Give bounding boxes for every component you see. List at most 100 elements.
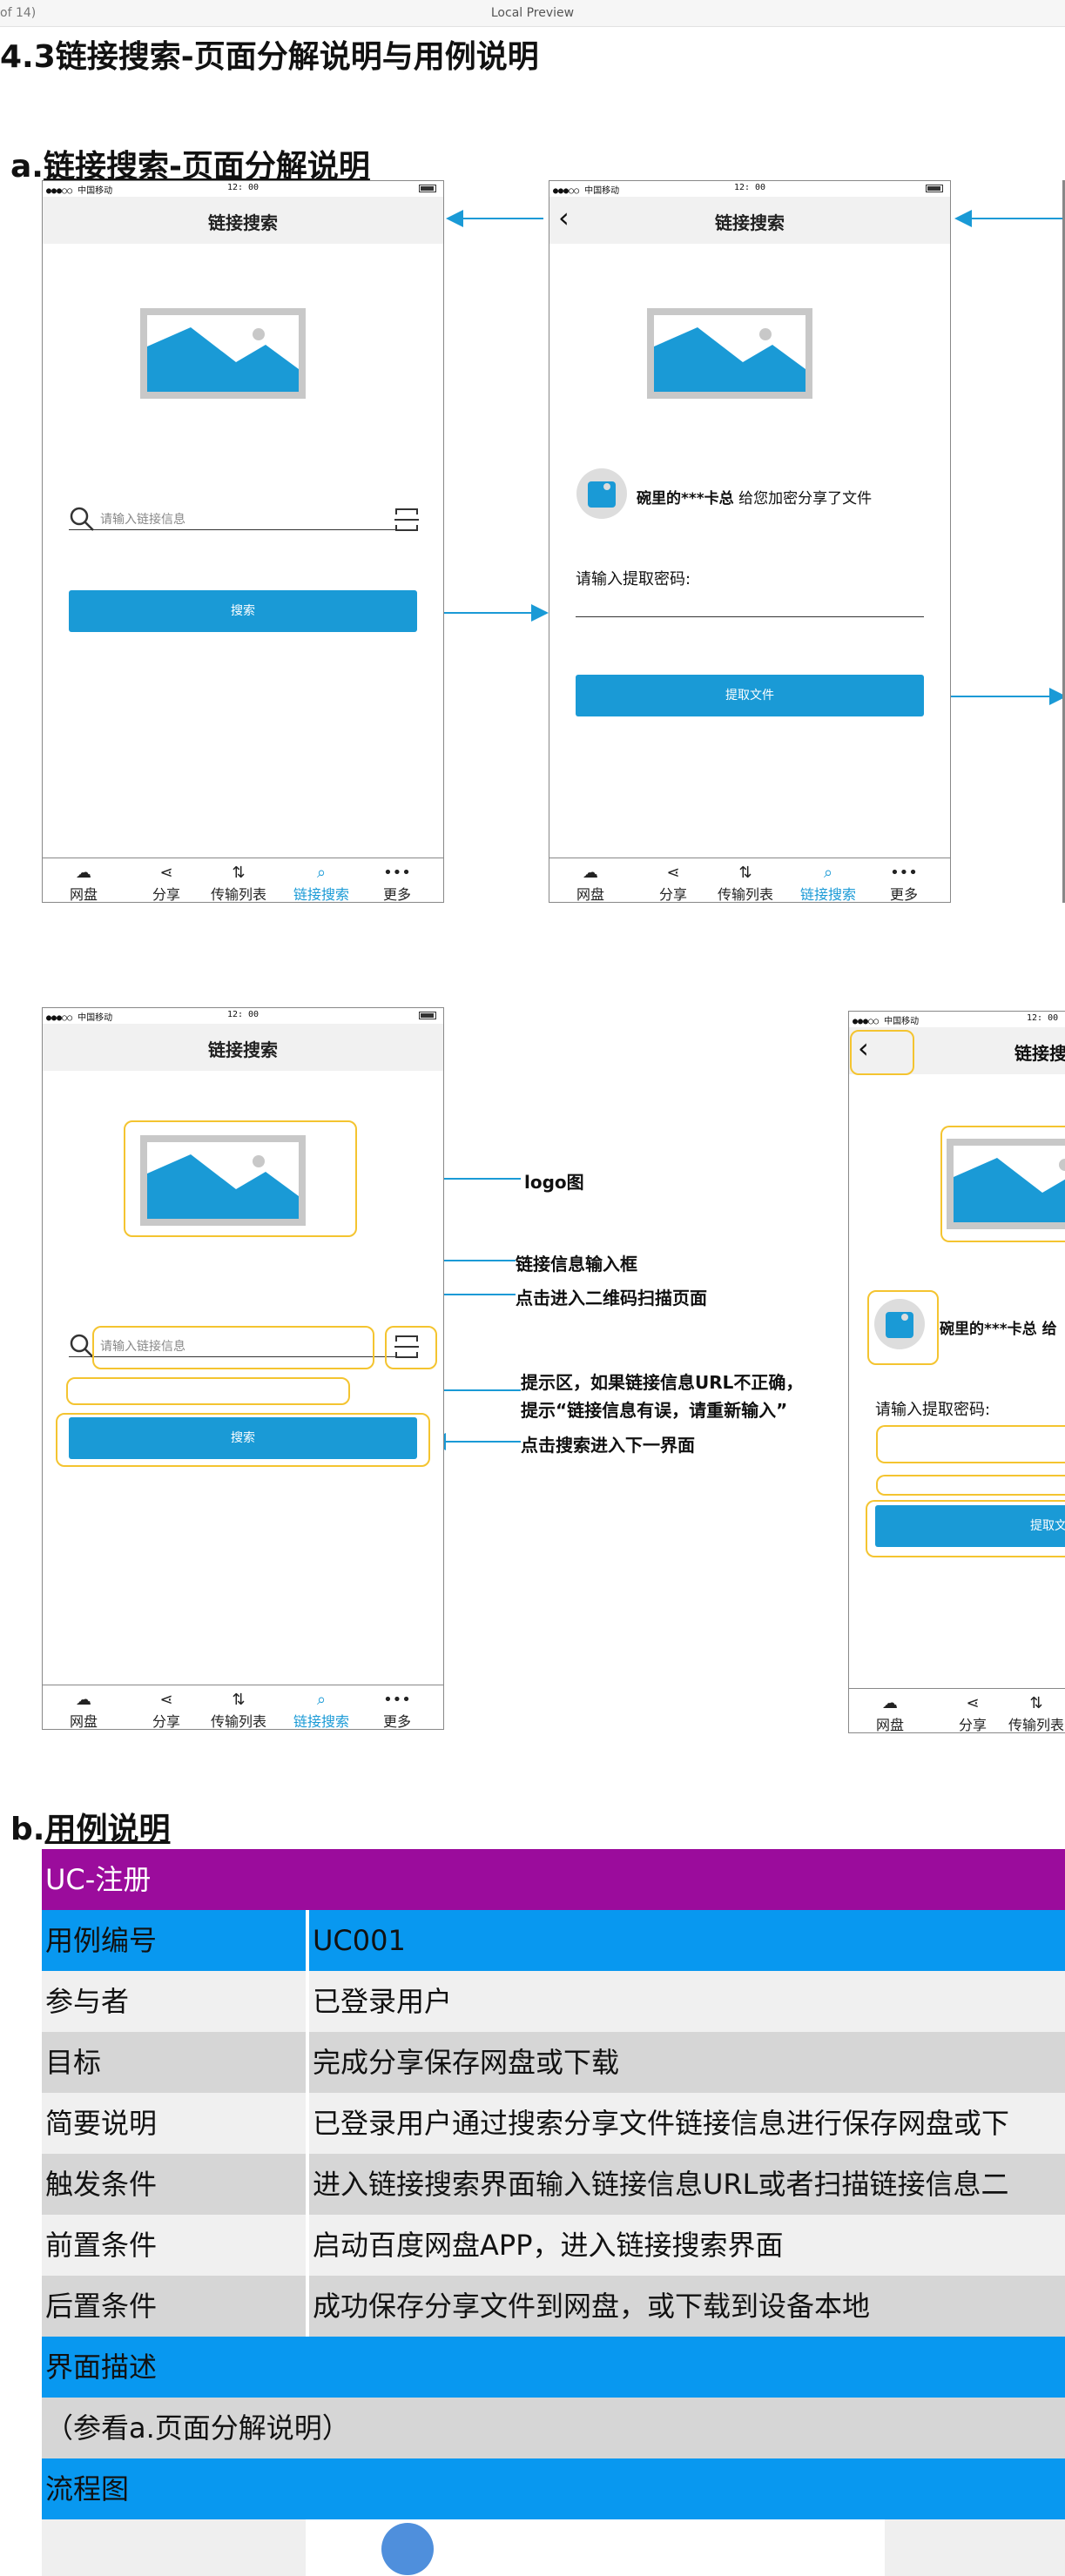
tab-bar: ☁网盘 ⋖分享 ⇅传输列表 ⌕链接搜索 •••更多	[43, 858, 443, 902]
ui-desc-row: 界面描述	[42, 2337, 1065, 2398]
annotation-hint-2: 提示“链接信息有误，请重新输入”	[521, 1400, 788, 1421]
more-icon: •••	[383, 1691, 411, 1709]
search-icon: ⌕	[316, 1691, 327, 1709]
search-input[interactable]: 请输入链接信息	[69, 501, 417, 530]
share-icon: ⋖	[966, 1694, 980, 1712]
status-bar: ●●●○○ 中国移动 12: 00	[549, 181, 950, 197]
tab-link-search[interactable]: ⌕链接搜索	[286, 864, 356, 902]
status-bar: ●●●○○ 中国移动 12: 00	[43, 181, 443, 197]
tab-link-search[interactable]: ⌕链接搜索	[286, 1691, 356, 1729]
tab-bar: ☁网盘 ⋖分享 ⇅传输列表	[849, 1688, 1065, 1732]
password-input[interactable]	[576, 590, 924, 617]
extract-button[interactable]: 提取文件	[576, 675, 924, 716]
tab-cloud[interactable]: ☁网盘	[859, 1694, 920, 1732]
tab-link-search[interactable]: ⌕链接搜索	[793, 864, 863, 902]
search-icon	[69, 1333, 95, 1362]
tab-cloud[interactable]: ☁网盘	[53, 864, 114, 902]
transfer-icon: ⇅	[232, 1691, 246, 1709]
nav-bar: 链接搜索	[43, 197, 443, 244]
transfer-icon: ⇅	[1029, 1694, 1043, 1712]
annotation-logo: logo图	[524, 1172, 584, 1193]
password-label: 请输入提取密码:	[576, 570, 691, 589]
logo-image	[140, 308, 306, 399]
highlight-search-button	[56, 1413, 430, 1467]
battery-icon	[419, 1012, 436, 1019]
tab-more[interactable]: •••更多	[367, 864, 428, 902]
highlight-back	[850, 1030, 914, 1075]
share-icon: ⋖	[159, 864, 173, 882]
logo-image	[947, 1139, 1065, 1229]
cloud-icon: ☁	[882, 1694, 898, 1712]
search-icon	[69, 506, 95, 535]
table-row: 简要说明 已登录用户通过搜索分享文件链接信息进行保存网盘或下	[42, 2093, 1065, 2154]
table-row: 后置条件 成功保存分享文件到网盘，或下载到设备本地	[42, 2276, 1065, 2337]
qr-scan-icon[interactable]	[394, 1335, 419, 1362]
tab-transfer[interactable]: ⇅传输列表	[1001, 1694, 1065, 1732]
tab-bar: ☁网盘 ⋖分享 ⇅传输列表 ⌕链接搜索 •••更多	[43, 1685, 443, 1729]
status-bar: ●●●○○ 中国移动 12: 00	[43, 1008, 443, 1024]
tab-transfer[interactable]: ⇅传输列表	[204, 864, 273, 902]
tab-more[interactable]: •••更多	[873, 864, 934, 902]
share-info: 碗里的***卡总 给您加密分享了文件	[637, 490, 873, 508]
hint-area-2	[876, 1475, 1065, 1496]
table-row: 触发条件 进入链接搜索界面输入链接信息URL或者扫描链接信息二	[42, 2154, 1065, 2215]
tab-bar: ☁网盘 ⋖分享 ⇅传输列表 ⌕链接搜索 •••更多	[549, 858, 950, 902]
flow-start-node	[381, 2523, 434, 2575]
section-b-heading: b.用例说明	[10, 1812, 171, 1847]
tab-transfer[interactable]: ⇅传输列表	[204, 1691, 273, 1729]
transfer-icon: ⇅	[738, 864, 752, 882]
status-bar: ●●●○○ 中国移动 12: 00	[853, 1013, 1059, 1026]
tab-share[interactable]: ⋖分享	[136, 1691, 197, 1729]
highlight-link-input	[92, 1326, 374, 1369]
tab-share[interactable]: ⋖分享	[643, 864, 704, 902]
tab-transfer[interactable]: ⇅传输列表	[711, 864, 780, 902]
tab-share[interactable]: ⋖分享	[942, 1694, 1003, 1732]
phone-search-screen: ●●●○○ 中国移动 12: 00 链接搜索 请输入链接信息 搜索 ☁网盘 ⋖分…	[42, 180, 444, 903]
table-row: 目标 完成分享保存网盘或下载	[42, 2032, 1065, 2093]
extract-button[interactable]: 提取文	[875, 1505, 1065, 1547]
tab-share[interactable]: ⋖分享	[136, 864, 197, 902]
viewer-title: Local Preview	[490, 6, 575, 20]
share-icon: ⋖	[666, 864, 680, 882]
viewer-toolbar: of 14) Local Preview	[0, 0, 1065, 27]
share-icon: ⋖	[159, 1691, 173, 1709]
highlight-logo-2	[940, 1126, 1065, 1242]
table-row: 前置条件 启动百度网盘APP，进入链接搜索界面	[42, 2215, 1065, 2276]
highlight-qr	[385, 1326, 437, 1369]
tab-cloud[interactable]: ☁网盘	[560, 864, 621, 902]
search-icon: ⌕	[316, 864, 327, 882]
highlight-logo	[124, 1120, 357, 1237]
battery-icon	[419, 185, 436, 192]
back-arrow-icon[interactable]: ‹	[558, 201, 570, 234]
nav-bar: ‹ 链接搜索	[549, 197, 950, 244]
nav-bar: ‹ 链接搜索	[849, 1027, 1065, 1074]
share-info: 碗里的***卡总 给	[940, 1321, 1057, 1338]
annotation-hint-1: 提示区，如果链接信息URL不正确，	[521, 1372, 804, 1393]
transfer-icon: ⇅	[232, 864, 246, 882]
annotation-link-input: 链接信息输入框	[516, 1254, 637, 1275]
tab-cloud[interactable]: ☁网盘	[53, 1691, 114, 1729]
battery-icon	[926, 185, 943, 192]
cloud-icon: ☁	[76, 1691, 91, 1709]
logo-image	[647, 308, 812, 399]
page-counter: of 14)	[0, 6, 37, 20]
page-heading: 4.3链接搜索-页面分解说明与用例说明	[0, 39, 539, 75]
qr-scan-icon[interactable]	[394, 508, 419, 535]
avatar	[576, 467, 628, 523]
search-button[interactable]: 搜索	[69, 1417, 417, 1459]
logo-image	[140, 1135, 306, 1226]
table-row: 参与者 已登录用户	[42, 1971, 1065, 2032]
highlight-extract	[866, 1500, 1065, 1557]
more-icon: •••	[890, 864, 918, 882]
annotation-qr-scan: 点击进入二维码扫描页面	[516, 1288, 707, 1308]
back-arrow-icon[interactable]: ‹	[858, 1032, 869, 1065]
section-a-heading: a.链接搜索-页面分解说明	[10, 149, 370, 185]
search-input[interactable]: 请输入链接信息	[69, 1328, 417, 1357]
search-button[interactable]: 搜索	[69, 590, 417, 632]
avatar	[873, 1298, 926, 1354]
phone-extract-screen: ●●●○○ 中国移动 12: 00 ‹ 链接搜索 碗里的***卡总 给您加密分享…	[549, 180, 951, 903]
flow-diagram-row	[42, 2519, 1065, 2576]
highlight-password	[876, 1425, 1065, 1463]
tab-more[interactable]: •••更多	[367, 1691, 428, 1729]
flow-row: 流程图	[42, 2458, 1065, 2519]
